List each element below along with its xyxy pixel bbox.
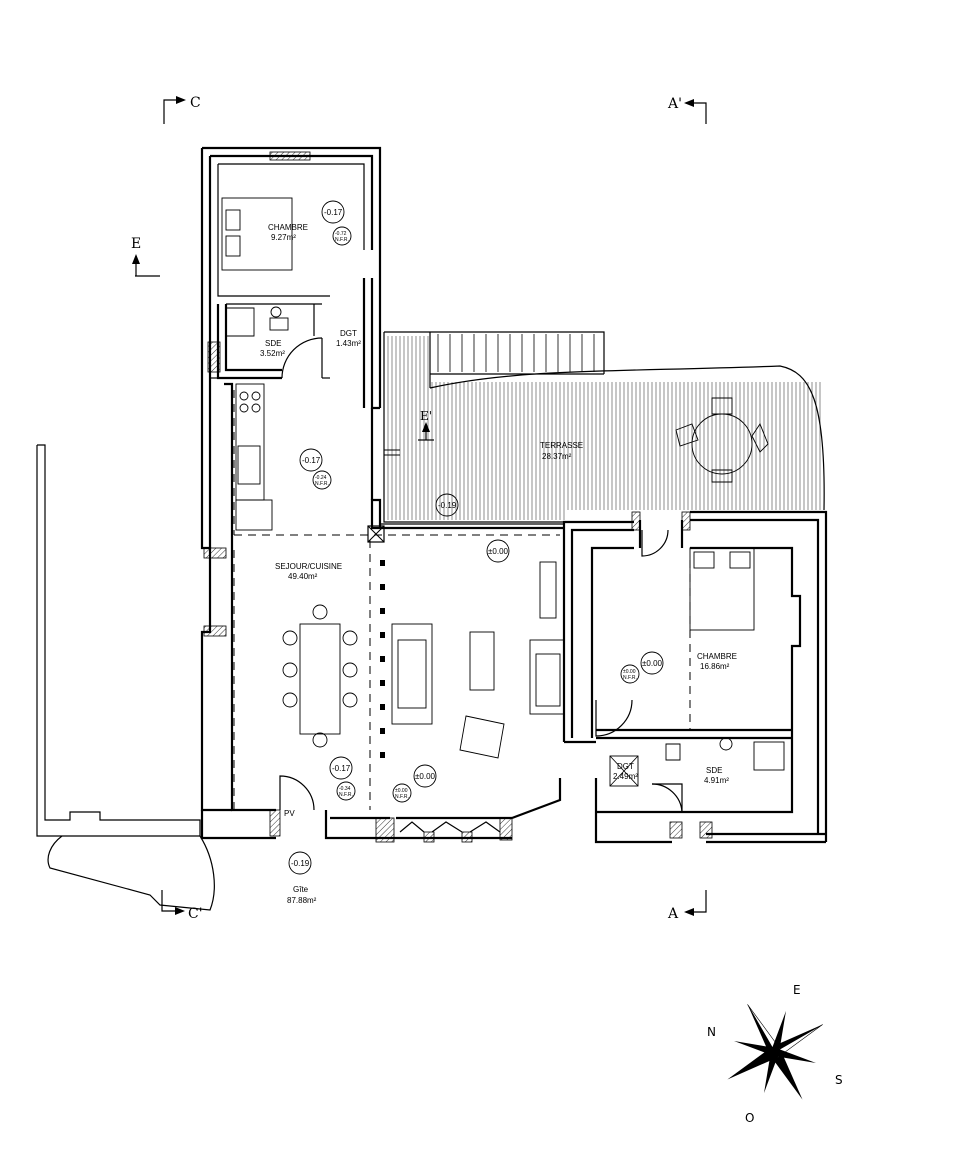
room-name-sde-north: SDE (265, 339, 281, 348)
compass-north: N (707, 1025, 716, 1039)
site-boundary (36, 444, 215, 911)
level-value: ±0.00 (488, 547, 509, 556)
section-label-c-bottom: C' (188, 906, 203, 922)
room-area-terrasse: 28.37m² (542, 452, 572, 461)
level-value: -0.17 (302, 456, 321, 465)
outdoor-table (675, 397, 769, 483)
section-label-a-top: A' (667, 96, 682, 112)
column-dots (380, 560, 385, 758)
section-marker-c-top: C (163, 95, 201, 124)
room-area-sde-north: 3.52m² (260, 349, 285, 358)
level-value: -0.19 (438, 501, 457, 510)
room-area-sde-east: 4.91m² (704, 776, 729, 785)
compass-west: O (745, 1111, 754, 1125)
room-area-dgt-east: 2.49m² (613, 772, 638, 781)
level-value: ±0.00 (415, 772, 436, 781)
level-small-value: -0.24 (315, 475, 327, 481)
level-marker-small: -0.24 N.F.R. (312, 470, 332, 490)
level-small-value: -0.72 (335, 231, 347, 237)
room-name-chambre-north: CHAMBRE (268, 223, 308, 232)
level-marker-small: ±0.00 N.F.R. (392, 783, 412, 803)
level-small-value: ±0.00 (623, 669, 636, 675)
column-dot (380, 560, 385, 566)
level-marker: ±0.00 (413, 764, 437, 788)
level-small-ref: N.F.R. (315, 481, 329, 487)
compass-rose: N E S O (707, 983, 843, 1125)
column-dot (380, 704, 385, 710)
total-area: 87.88m² (287, 896, 317, 905)
door-swings (279, 337, 683, 833)
column-dot (380, 608, 385, 614)
level-marker: -0.17 (299, 448, 323, 472)
level-marker: -0.19 (435, 493, 459, 517)
room-area-chambre-east: 16.86m² (700, 662, 730, 671)
column-dot (380, 752, 385, 758)
terrace-stairs (437, 334, 595, 372)
terrace-deck: E' (383, 331, 825, 523)
hatched-posts (203, 151, 713, 843)
room-name-sde-east: SDE (706, 766, 722, 775)
level-small-ref: N.F.R. (395, 794, 409, 800)
section-marker-a-top: A' (667, 96, 707, 124)
room-name-terrasse: TERRASSE (540, 441, 583, 450)
column-dot (380, 632, 385, 638)
section-label-c-top: C (190, 95, 201, 111)
section-marker-c-bottom: C' (161, 890, 203, 922)
level-small-ref: N.F.R. (339, 792, 353, 798)
entry-label: PV (284, 809, 295, 818)
room-labels: CHAMBRE 9.27m² SDE 3.52m² DGT 1.43m² TER… (260, 223, 737, 905)
room-area-chambre-north: 9.27m² (271, 233, 296, 242)
section-marker-e-left: E (131, 236, 160, 277)
level-small-ref: N.F.R. (335, 237, 349, 243)
level-marker: ±0.00 (640, 651, 664, 675)
level-markers: -0.17 -0.17 -0.19 ±0.00 ±0.00 ±0.00 -0.1… (288, 200, 664, 875)
compass-south: S (835, 1073, 843, 1087)
level-value: ±0.00 (642, 659, 663, 668)
column-dot (380, 584, 385, 590)
level-value: -0.19 (291, 859, 310, 868)
exterior-walls (200, 146, 828, 844)
level-marker: -0.17 (329, 756, 353, 780)
column-dot (380, 680, 385, 686)
level-small-ref: N.F.R. (623, 675, 637, 681)
total-name: Gîte (293, 885, 309, 894)
room-name-sejour: SEJOUR/CUISINE (275, 562, 342, 571)
room-name-chambre-east: CHAMBRE (697, 652, 737, 661)
level-value: -0.17 (324, 208, 343, 217)
room-name-dgt-north: DGT (340, 329, 357, 338)
level-small-value: ±0.00 (395, 788, 408, 794)
level-marker: -0.19 (288, 851, 312, 875)
column-dot (380, 656, 385, 662)
level-marker-small: ±0.00 N.F.R. (620, 664, 640, 684)
level-marker: -0.17 (321, 200, 345, 224)
section-marker-a-bottom: A (667, 890, 707, 922)
section-label-e-terrace: E' (420, 409, 432, 423)
level-value: -0.17 (332, 764, 351, 773)
level-marker-small: -0.34 N.F.R. (336, 781, 356, 801)
compass-east: E (793, 983, 801, 997)
room-area-sejour: 49.40m² (288, 572, 318, 581)
level-marker-small: -0.72 N.F.R. (332, 226, 352, 246)
column-dot (380, 728, 385, 734)
furniture (221, 197, 785, 787)
section-label-e-left: E (131, 236, 141, 252)
room-name-dgt-east: DGT (617, 762, 634, 771)
section-marker-e-terrace: E' (418, 409, 434, 441)
section-label-a-bottom: A (667, 906, 679, 922)
room-area-dgt-north: 1.43m² (336, 339, 361, 348)
level-small-value: -0.34 (339, 786, 351, 792)
level-marker: ±0.00 (486, 539, 510, 563)
